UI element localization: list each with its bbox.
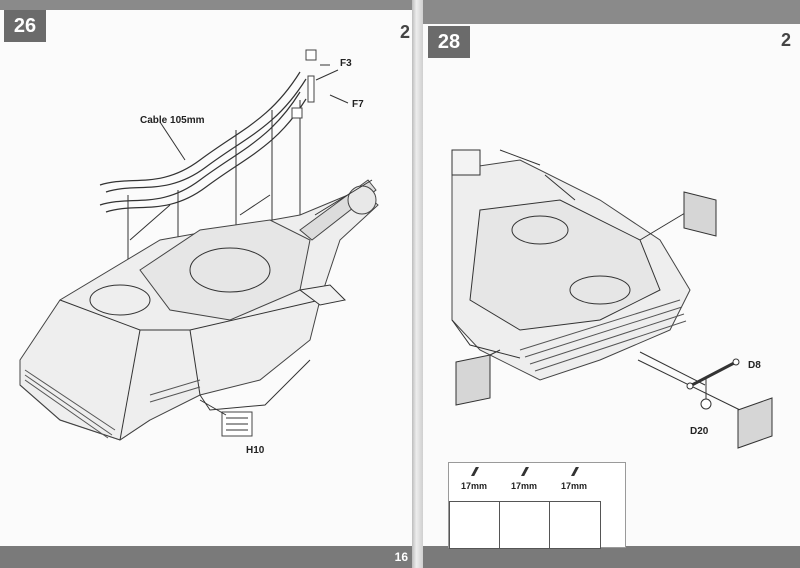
cable-cut-icon: [471, 467, 479, 476]
cable-callout: Cable 105mm: [140, 115, 205, 126]
cable-cut-icon: [571, 467, 579, 476]
part-callout-f7: F7: [352, 99, 364, 110]
page-footer-bar: 16: [0, 546, 412, 568]
cable-length-row: 17mm 17mm 17mm: [449, 481, 625, 495]
tank-hull-assembly-drawing: [19, 49, 379, 441]
cable-length-table: 17mm 17mm 17mm: [448, 462, 626, 549]
next-step-peek: 2: [781, 30, 792, 50]
part-callout-f3: F3: [340, 58, 352, 69]
next-step-peek: 2: [400, 22, 411, 42]
instruction-page-left: 26 2: [0, 0, 412, 568]
part-callout-d20: D20: [690, 426, 709, 437]
step-number-badge: 28: [428, 26, 470, 58]
step-number-badge: 26: [4, 10, 46, 42]
page-footer-bar: [423, 546, 800, 568]
cable-length-label: 17mm: [560, 481, 587, 491]
cable-length-label: 17mm: [510, 481, 537, 491]
cable-cell: [549, 501, 601, 549]
cable-cell: [499, 501, 551, 549]
page-top-band: [423, 0, 800, 24]
part-callout-d8: D8: [748, 360, 761, 371]
part-callout-h10: H10: [246, 445, 265, 456]
cable-cell: [449, 501, 501, 549]
page-top-band: [0, 0, 412, 10]
page-number: 16: [394, 550, 408, 564]
cable-length-label: 17mm: [460, 481, 487, 491]
book-gutter: [412, 0, 423, 568]
cable-cut-icon: [521, 467, 529, 476]
